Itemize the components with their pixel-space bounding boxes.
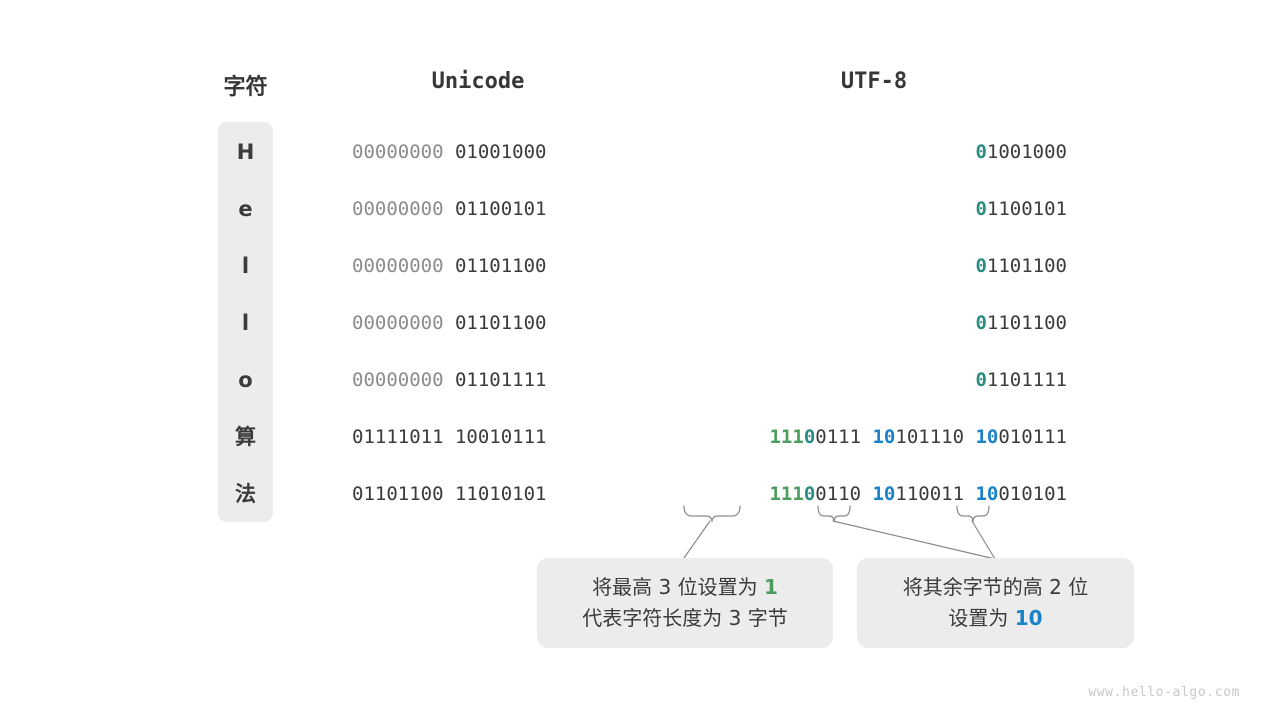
unicode-high-byte: 00000000 bbox=[352, 369, 444, 391]
unicode-high-byte: 00000000 bbox=[352, 198, 444, 220]
utf8-continuation-marker-bits: 10 bbox=[872, 483, 896, 505]
unicode-low-byte: 01101100 bbox=[454, 255, 547, 277]
character-cell: 法 bbox=[235, 482, 256, 506]
callout-left-highlight: 1 bbox=[763, 575, 778, 599]
utf8-cell: 11100111 10101110 10010111 bbox=[607, 424, 1067, 450]
byte-gap bbox=[964, 426, 975, 448]
column-header-utf8: UTF-8 bbox=[840, 69, 908, 94]
utf8-cell: 01100101 bbox=[607, 196, 1067, 222]
utf8-lead-payload-bits: 1101100 bbox=[986, 255, 1067, 277]
character-column-panel bbox=[218, 122, 273, 522]
callout-right-highlight: 10 bbox=[1014, 606, 1043, 630]
byte-gap bbox=[444, 426, 455, 448]
unicode-low-byte: 01001000 bbox=[454, 141, 547, 163]
utf8-lead-payload-bits: 1100101 bbox=[986, 198, 1067, 220]
byte-gap bbox=[444, 483, 455, 505]
byte-gap bbox=[861, 426, 872, 448]
unicode-cell: 01101100 11010101 bbox=[352, 481, 608, 507]
callout-right-line2: 设置为 10 bbox=[948, 603, 1042, 634]
unicode-low-byte: 01101111 bbox=[454, 369, 547, 391]
character-cell: l bbox=[241, 254, 250, 278]
callout-leading-bits: 将最高 3 位设置为 1 代表字符长度为 3 字节 bbox=[537, 558, 833, 648]
column-header-character: 字符 bbox=[223, 75, 268, 100]
utf8-lead-marker-bit: 0 bbox=[975, 255, 987, 277]
callout-continuation-bits: 将其余字节的高 2 位 设置为 10 bbox=[857, 558, 1134, 648]
utf8-cell: 01101100 bbox=[607, 310, 1067, 336]
unicode-low-byte: 10010111 bbox=[454, 426, 547, 448]
unicode-cell: 01111011 10010111 bbox=[352, 424, 608, 450]
byte-gap bbox=[861, 483, 872, 505]
byte-gap bbox=[444, 312, 455, 334]
byte-gap bbox=[964, 483, 975, 505]
utf8-cell: 01001000 bbox=[607, 139, 1067, 165]
character-cell: 算 bbox=[235, 425, 256, 449]
byte-gap bbox=[444, 369, 455, 391]
unicode-high-byte: 00000000 bbox=[352, 141, 444, 163]
character-cell: l bbox=[241, 311, 250, 335]
utf8-lead-payload-bits: 0111 bbox=[815, 426, 862, 448]
utf8-continuation-marker-bits: 10 bbox=[872, 426, 896, 448]
utf8-lead-payload-bits: 1101100 bbox=[986, 312, 1067, 334]
utf8-lead-payload-bits: 0110 bbox=[815, 483, 862, 505]
unicode-cell: 00000000 01100101 bbox=[352, 196, 608, 222]
unicode-low-byte: 01100101 bbox=[454, 198, 547, 220]
utf8-continuation-payload-bits: 101110 bbox=[895, 426, 965, 448]
utf8-lead-zero-bit: 0 bbox=[803, 426, 816, 448]
utf8-continuation-payload-bits: 010111 bbox=[998, 426, 1067, 448]
utf8-lead-prefix-bits: 111 bbox=[769, 426, 804, 448]
byte-gap bbox=[444, 198, 455, 220]
utf8-lead-marker-bit: 0 bbox=[975, 312, 987, 334]
utf8-lead-zero-bit: 0 bbox=[803, 483, 816, 505]
utf8-continuation-marker-bits: 10 bbox=[975, 426, 999, 448]
unicode-high-byte: 00000000 bbox=[352, 255, 444, 277]
unicode-low-byte: 11010101 bbox=[454, 483, 547, 505]
unicode-cell: 00000000 01001000 bbox=[352, 139, 608, 165]
utf8-lead-marker-bit: 0 bbox=[975, 198, 987, 220]
unicode-cell: 00000000 01101111 bbox=[352, 367, 608, 393]
utf8-continuation-marker-bits: 10 bbox=[975, 483, 999, 505]
unicode-low-byte: 01101100 bbox=[454, 312, 547, 334]
byte-gap bbox=[444, 141, 455, 163]
unicode-high-byte: 01111011 bbox=[352, 426, 444, 448]
utf8-lead-prefix-bits: 111 bbox=[769, 483, 804, 505]
callout-left-line2: 代表字符长度为 3 字节 bbox=[582, 606, 788, 630]
utf8-cell: 01101100 bbox=[607, 253, 1067, 279]
utf8-lead-payload-bits: 1101111 bbox=[986, 369, 1067, 391]
utf8-continuation-payload-bits: 110011 bbox=[895, 483, 965, 505]
character-cell: H bbox=[236, 140, 255, 164]
unicode-high-byte: 00000000 bbox=[352, 312, 444, 334]
callout-right-line2-text: 设置为 bbox=[948, 606, 1015, 630]
utf8-lead-marker-bit: 0 bbox=[975, 141, 987, 163]
unicode-cell: 00000000 01101100 bbox=[352, 310, 608, 336]
callout-left-line1-text: 将最高 3 位设置为 bbox=[592, 575, 764, 599]
unicode-cell: 00000000 01101100 bbox=[352, 253, 608, 279]
byte-gap bbox=[444, 255, 455, 277]
utf8-lead-marker-bit: 0 bbox=[975, 369, 987, 391]
unicode-high-byte: 01101100 bbox=[352, 483, 444, 505]
utf8-cell: 11100110 10110011 10010101 bbox=[607, 481, 1067, 507]
character-cell: o bbox=[238, 368, 253, 392]
column-header-unicode: Unicode bbox=[431, 69, 525, 94]
utf8-continuation-payload-bits: 010101 bbox=[998, 483, 1067, 505]
watermark: www.hello-algo.com bbox=[1088, 685, 1240, 700]
utf8-cell: 01101111 bbox=[607, 367, 1067, 393]
callout-right-line1: 将其余字节的高 2 位 bbox=[902, 575, 1089, 599]
utf8-lead-payload-bits: 1001000 bbox=[986, 141, 1067, 163]
character-cell: e bbox=[238, 197, 253, 221]
callout-left-line1: 将最高 3 位设置为 1 bbox=[592, 572, 778, 603]
